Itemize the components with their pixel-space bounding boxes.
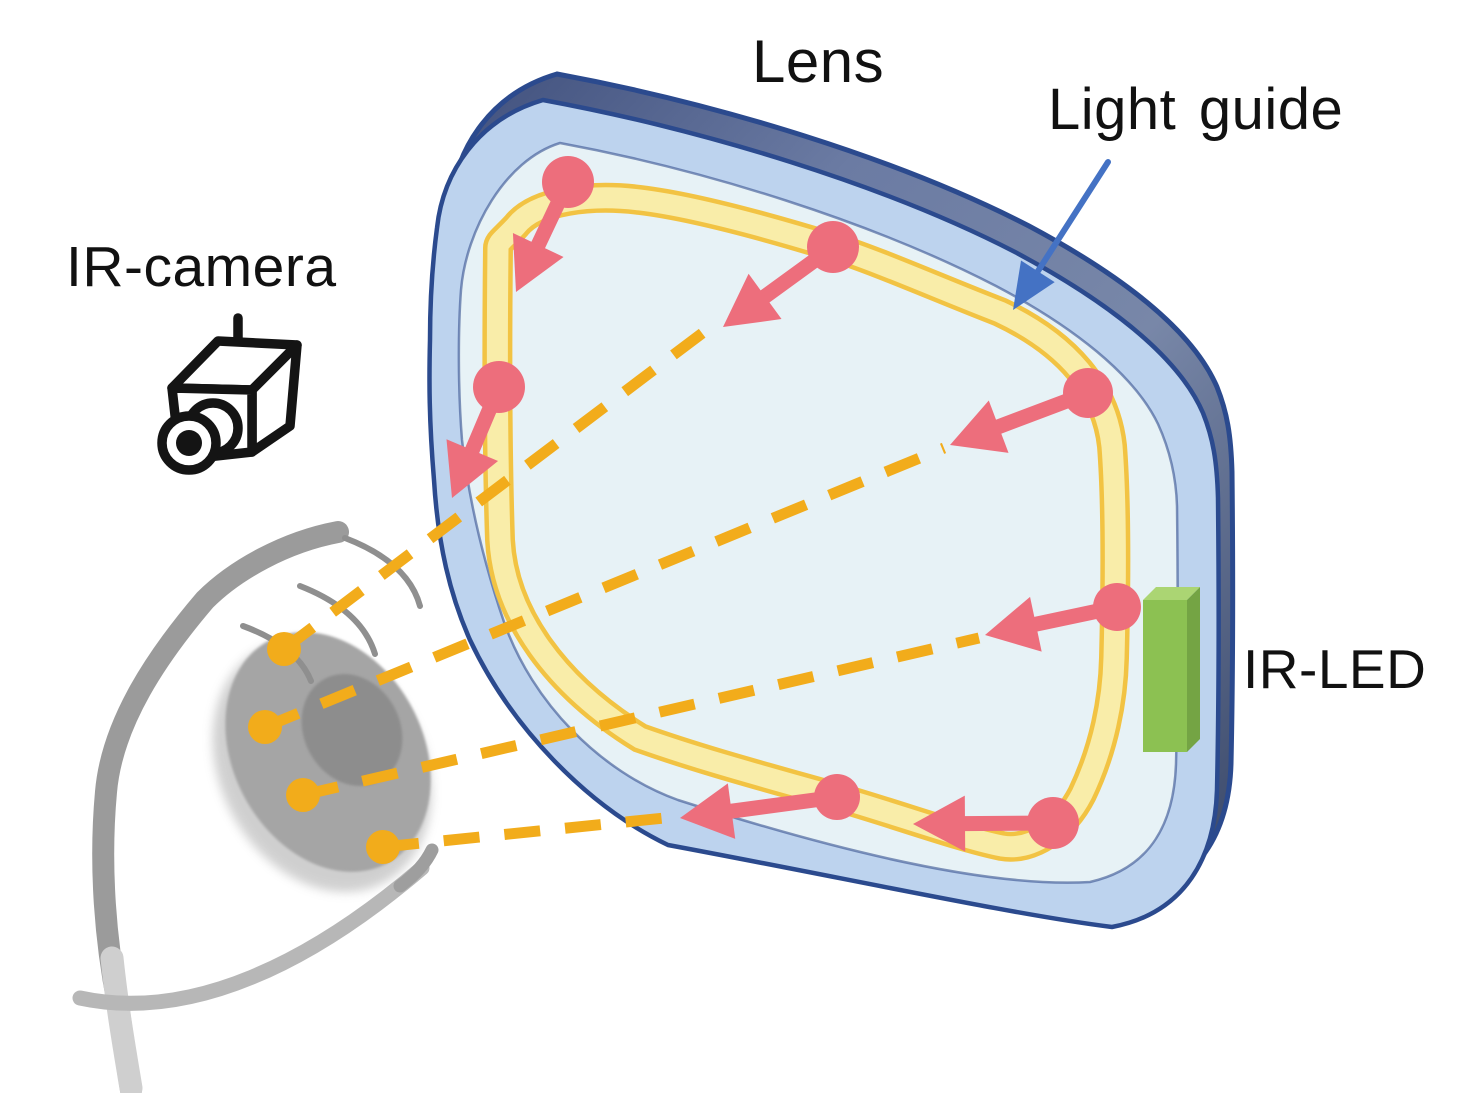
eye-illustration [72,521,439,1093]
corneal-glint-dot-3 [286,778,320,812]
corneal-glint-dot-1 [267,632,301,666]
emitter-arrow-2-head [723,273,782,327]
emitter-arrow-1-head [512,233,564,292]
emitter-dot-1 [542,156,594,208]
eye-lower-lid [72,860,430,1011]
ir-camera-icon [157,313,302,475]
emitter-dot-5 [1093,583,1141,631]
emitter-dot-3 [473,361,525,413]
ir-led-block [1143,587,1200,752]
camera-lens-core [176,430,202,456]
light-guide-pointer-shaft [1033,159,1111,277]
emitter-arrow-7-head [913,795,966,852]
light-guide-label: Light guide [1048,77,1344,142]
emitter-arrow-3-head [446,439,499,498]
ir-ray-4 [382,811,675,853]
emitter-arrow-5-head [985,596,1042,652]
dynamic-layer [248,156,1141,864]
lens-face [457,141,1179,884]
ir-led-label: IR-LED [1243,638,1427,700]
emitter-dot-2 [807,221,859,273]
eye-lash-2 [297,583,378,657]
light-guide-ring-fill [486,187,1126,858]
emitter-dot-7 [1027,797,1079,849]
corneal-glint-dot-2 [248,710,282,744]
ir-ray-1 [280,314,725,654]
ir-ray-3 [301,632,981,801]
ir-ray-2 [262,442,947,733]
ir-led-top-face [1143,587,1200,600]
emitter-dot-4 [1063,368,1113,418]
emitter-arrow-6-head [680,783,736,839]
eye-lower-lid-tip [393,843,439,893]
corneal-glint-dot-4 [366,830,400,864]
ir-led-front-face [1143,600,1187,752]
ir-led-side-face [1187,587,1200,752]
eye-profile-fade [100,946,143,1093]
ir-camera-label: IR-camera [66,235,337,299]
lens-label: Lens [752,28,885,95]
light-guide-pointer-head [1013,260,1055,310]
emitter-arrow-4-head [950,400,1009,453]
emitter-dot-6 [814,774,860,820]
